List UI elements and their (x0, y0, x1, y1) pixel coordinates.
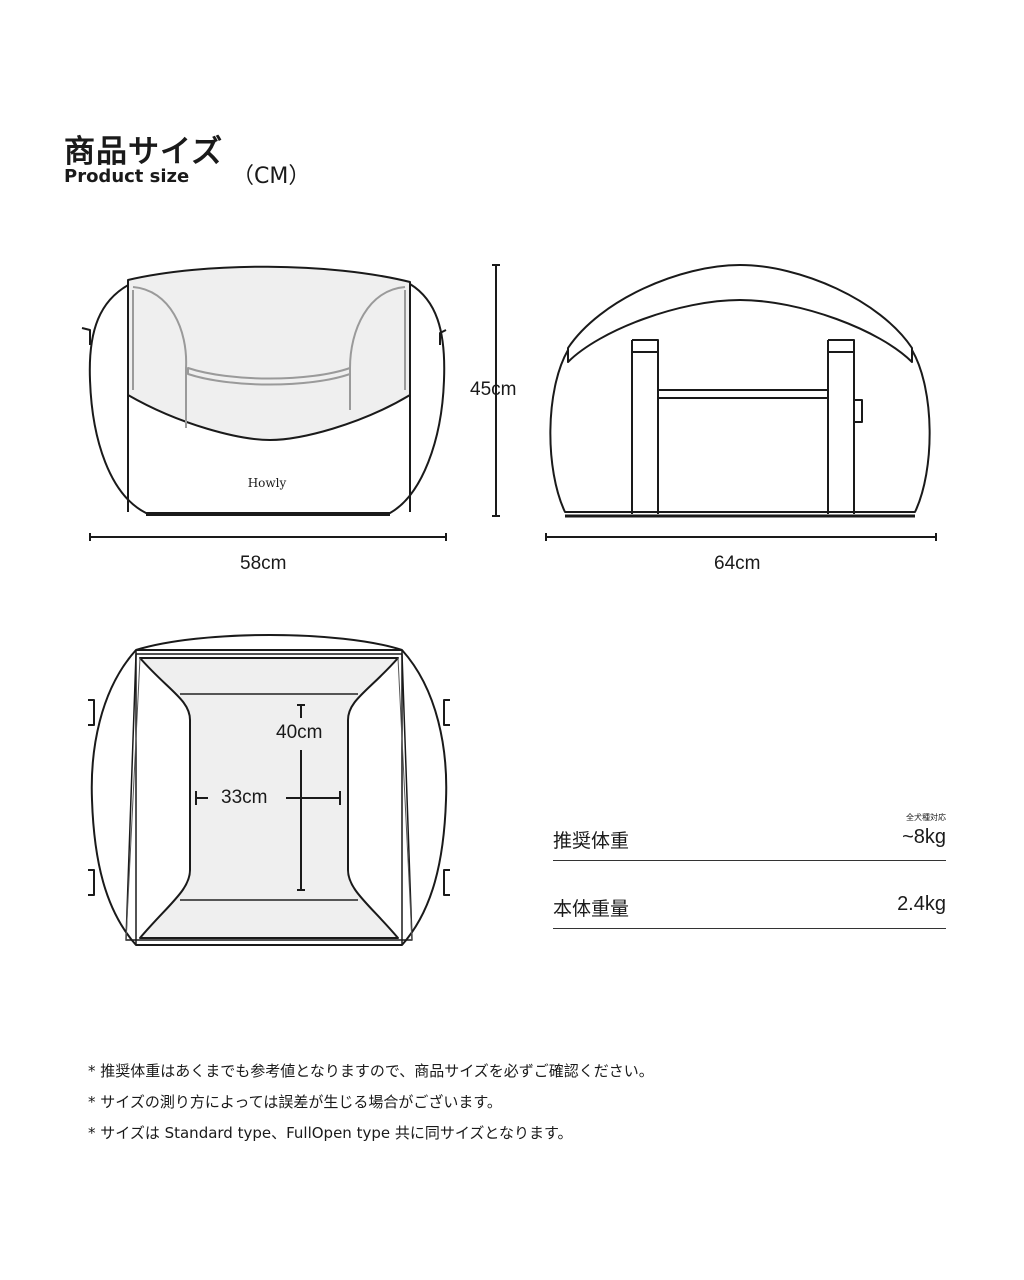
recommended-weight-note: 全犬種対応 (906, 813, 946, 822)
top-view-drawing (88, 634, 450, 946)
side-width-label: 64cm (714, 553, 761, 574)
front-height-label: 45cm (470, 379, 517, 400)
footnote: * サイズの測り方によっては誤差が生じる場合がございます。 (88, 1093, 502, 1111)
side-view-drawing (549, 264, 931, 518)
side-width-dimension-line (545, 533, 937, 541)
spec-divider (553, 928, 946, 929)
footnote: * 推奨体重はあくまでも参考値となりますので、商品サイズを必ずご確認ください。 (88, 1062, 654, 1080)
body-weight-label: 本体重量 (553, 898, 630, 920)
front-width-dimension-line (89, 533, 447, 541)
footnote: * サイズは Standard type、FullOpen type 共に同サイ… (88, 1124, 573, 1142)
unit-label: （CM） (232, 164, 311, 189)
inner-width-label: 33cm (221, 787, 268, 808)
recommended-weight-label: 推奨体重 (553, 830, 630, 852)
inner-depth-label: 40cm (276, 722, 323, 743)
brand-label: Howly (248, 476, 287, 490)
inner-dimension-lines (195, 704, 341, 891)
recommended-weight-value: ~8kg (902, 826, 946, 848)
front-view-drawing (81, 265, 447, 516)
page-title: 商品サイズ (64, 134, 224, 170)
spec-divider (553, 860, 946, 861)
height-dimension-line (492, 264, 500, 517)
page-subtitle: Product size (64, 166, 190, 187)
front-width-label: 58cm (240, 553, 287, 574)
body-weight-value: 2.4kg (897, 893, 946, 915)
